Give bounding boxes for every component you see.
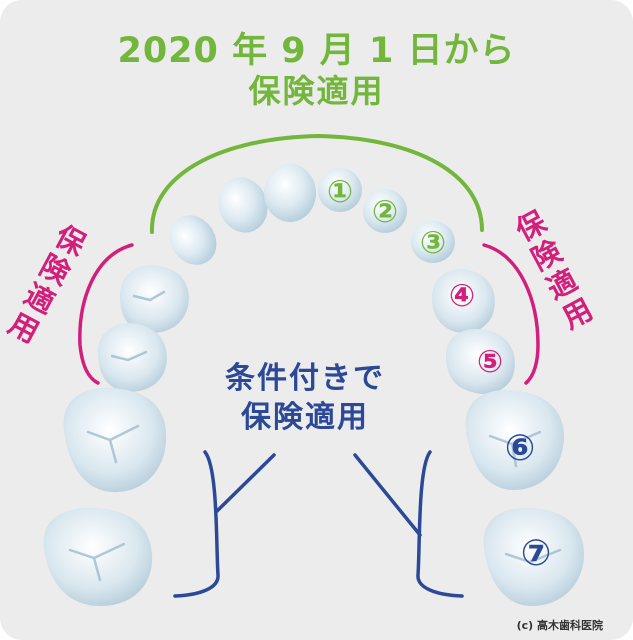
tooth-number-4: ④ <box>449 278 475 314</box>
tooth-icon <box>446 329 515 394</box>
tooth-number-5: ⑤ <box>477 344 503 380</box>
navy-bracket-right <box>416 450 464 598</box>
navy-pointer-right <box>353 453 422 537</box>
tooth-icon <box>465 389 564 490</box>
navy-pointer-left <box>214 453 276 514</box>
green-bracket <box>149 133 484 234</box>
tooth-icon <box>169 164 455 265</box>
pink-bracket-left <box>78 243 134 385</box>
tooth-icon <box>483 507 584 606</box>
tooth-number-6: ⑥ <box>505 428 535 469</box>
tooth-icon <box>432 269 495 334</box>
title-date: 2020 年 9 月 1 日から <box>117 31 516 71</box>
tooth-number-1: ① <box>327 174 353 210</box>
pink-bracket-right <box>482 243 540 385</box>
title-coverage: 保険適用 <box>248 72 385 110</box>
tooth-icon <box>120 265 189 333</box>
tooth-number-2: ② <box>372 194 398 230</box>
tooth-number-7: ⑦ <box>521 533 551 574</box>
navy-bracket-left <box>173 450 220 598</box>
conditional-label-line2: 保険適用 <box>241 400 369 435</box>
copyright-notice: (c) 高木歯科医院 <box>516 619 603 632</box>
tooth-number-3: ③ <box>420 225 446 261</box>
conditional-label-line1: 条件付きで <box>225 361 385 396</box>
tooth-icon <box>63 387 167 493</box>
